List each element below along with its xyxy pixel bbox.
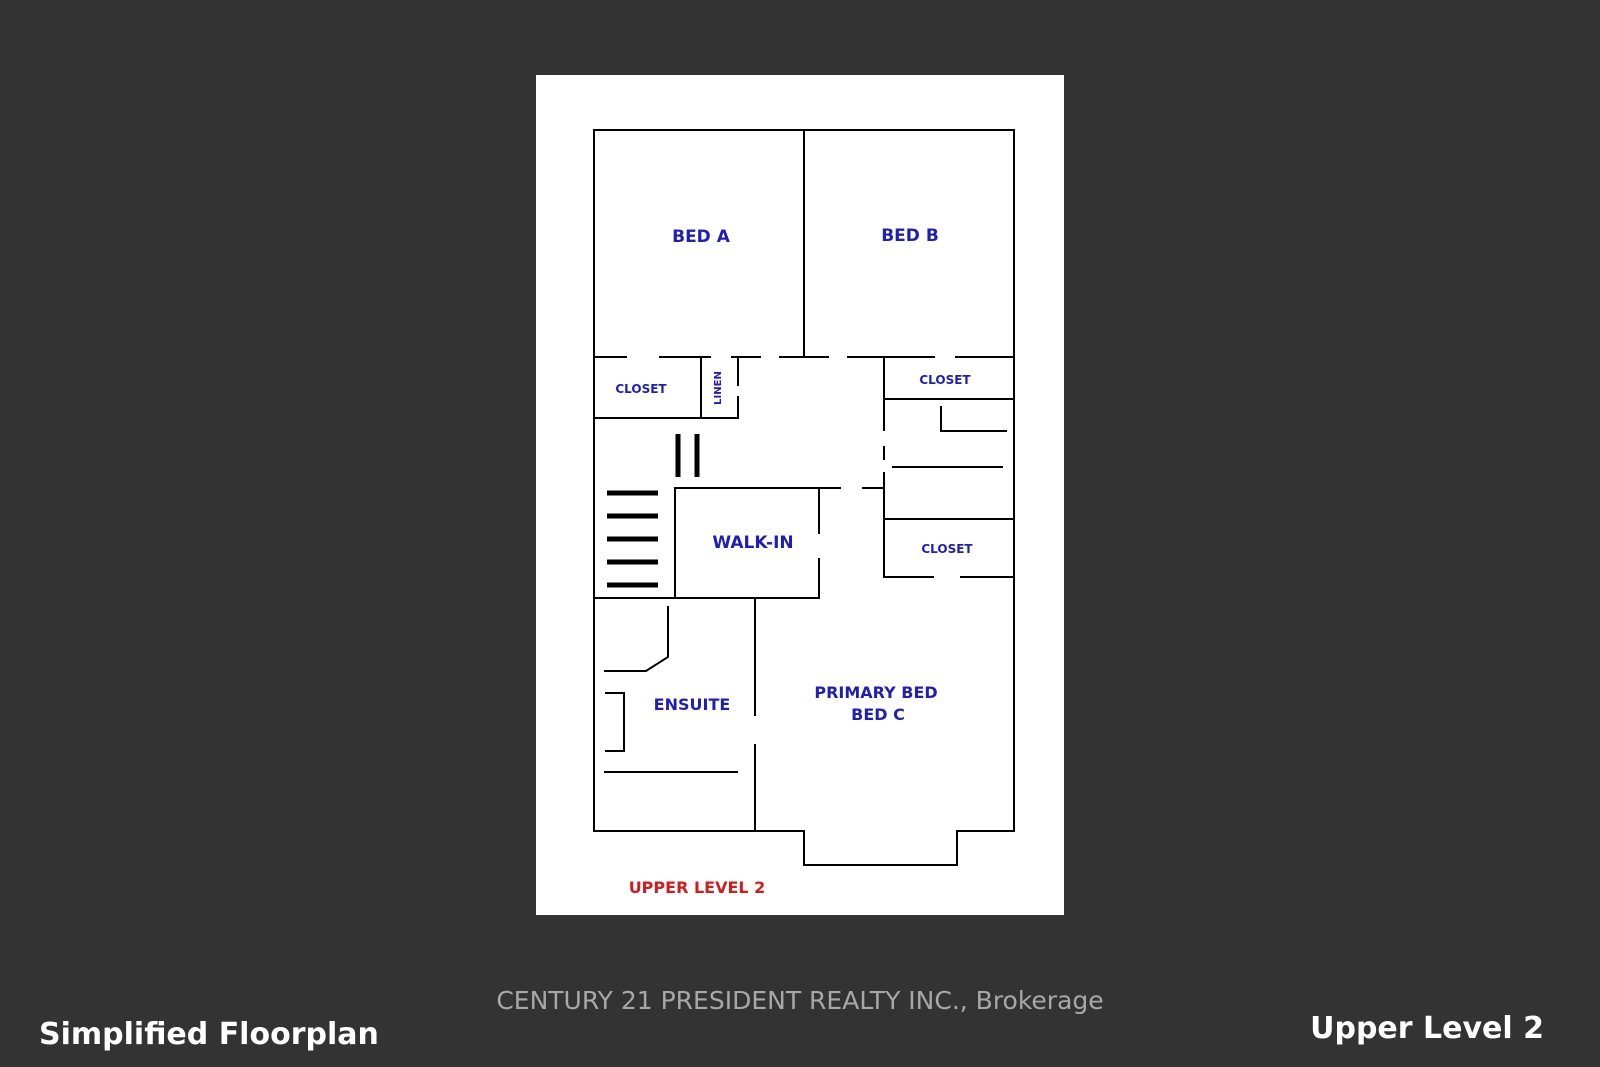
- level-label: UPPER LEVEL 2: [629, 878, 766, 897]
- stairs: [607, 434, 700, 588]
- floorplan-sheet: BED A BED B CLOSET LINEN CLOSET WALK-IN …: [536, 75, 1064, 915]
- right-top-closet-label: CLOSET: [919, 373, 971, 387]
- left-closet-label: CLOSET: [615, 382, 667, 396]
- walk-in-walls: [593, 487, 841, 599]
- ensuite-walls: [604, 597, 756, 832]
- left-closet-walls: [593, 356, 739, 419]
- primary-bed-label: PRIMARY BED: [814, 683, 937, 702]
- image-caption-level: Upper Level 2: [1310, 1011, 1544, 1046]
- bed-a-label: BED A: [672, 227, 731, 247]
- floorplan-drawing: BED A BED B CLOSET LINEN CLOSET WALK-IN …: [593, 129, 1015, 897]
- walk-in-label: WALK-IN: [712, 533, 793, 553]
- bed-c-label: BED C: [851, 705, 905, 724]
- linen-label: LINEN: [713, 371, 724, 405]
- right-closet-walls: [862, 356, 1015, 578]
- bedroom-walls: [593, 129, 1015, 358]
- image-caption-title: Simplified Floorplan: [39, 1017, 379, 1052]
- right-bottom-closet-label: CLOSET: [921, 542, 973, 556]
- bed-b-label: BED B: [881, 226, 939, 246]
- ensuite-label: ENSUITE: [654, 695, 731, 714]
- brokerage-watermark: CENTURY 21 PRESIDENT REALTY INC., Broker…: [496, 986, 1104, 1015]
